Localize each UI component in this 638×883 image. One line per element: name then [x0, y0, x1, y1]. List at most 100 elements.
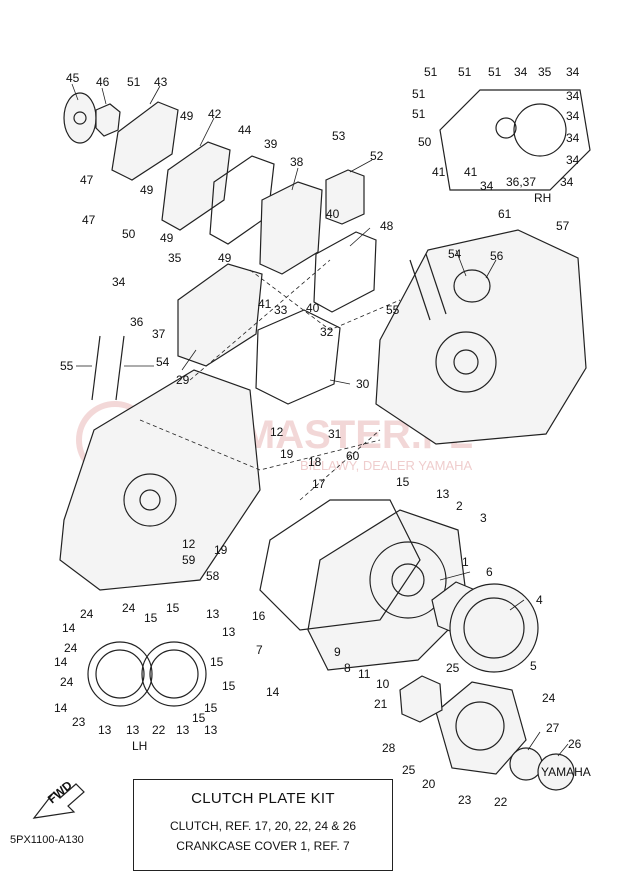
callout-47: 47 — [80, 173, 94, 187]
part-42-cover — [161, 141, 231, 231]
callout-46: 46 — [96, 75, 110, 89]
callout-lh-14-c: 14 — [54, 701, 68, 715]
part-52-cover — [325, 169, 365, 225]
callout-49-c: 49 — [160, 231, 174, 245]
callout-rh-34-d: 34 — [566, 109, 580, 123]
callout-lh-22: 22 — [152, 723, 166, 737]
callout-39: 39 — [264, 137, 278, 151]
part-38-cover — [259, 181, 323, 275]
part-7-gasket — [259, 499, 421, 631]
callout-32: 32 — [320, 325, 334, 339]
callout-rh-51-b: 51 — [458, 65, 472, 79]
callout-lh-13-e: 13 — [176, 723, 190, 737]
callout-22: 22 — [494, 795, 508, 809]
callout-lh-13-d: 13 — [126, 723, 140, 737]
callout-rh-50: 50 — [418, 135, 432, 149]
callout-53: 53 — [332, 129, 346, 143]
callout-48: 48 — [380, 219, 394, 233]
callout-rh-51-e: 51 — [412, 107, 426, 121]
callout-25-b: 25 — [402, 763, 416, 777]
part-55-stud — [91, 335, 101, 401]
watermark-tagline: BIELAWY, DEALER YAMAHA — [300, 458, 473, 473]
callout-44: 44 — [238, 123, 252, 137]
lh-label: LH — [132, 739, 147, 753]
callout-23: 23 — [458, 793, 472, 807]
callout-3: 3 — [480, 511, 487, 525]
part-43-cover — [111, 101, 179, 181]
callout-27: 27 — [546, 721, 560, 735]
callout-4: 4 — [536, 593, 543, 607]
cover-badge-text: YAMAHA — [541, 765, 591, 779]
callout-35: 35 — [168, 251, 182, 265]
callout-rh-34-c: 34 — [566, 89, 580, 103]
callout-lh-15-f: 15 — [192, 711, 206, 725]
callout-rh-51-d: 51 — [412, 87, 426, 101]
callout-24: 24 — [542, 691, 556, 705]
callout-lh-15-e: 15 — [204, 701, 218, 715]
callout-38: 38 — [290, 155, 304, 169]
callout-12-b: 12 — [182, 537, 196, 551]
callout-1: 1 — [462, 555, 469, 569]
part-56-o-ring — [453, 269, 491, 303]
clutch-cover-group: YAMAHA — [399, 675, 591, 791]
part-21-plate — [399, 675, 443, 723]
part-46-gear — [95, 103, 121, 137]
callout-rh-51-c: 51 — [488, 65, 502, 79]
callout-36: 36 — [130, 315, 144, 329]
callout-15: 15 — [396, 475, 410, 489]
callout-42: 42 — [208, 107, 222, 121]
clutch-plate-kit-box: CLUTCH PLATE KIT CLUTCH, REF. 17, 20, 22… — [133, 779, 393, 871]
part-26-cap — [537, 753, 575, 791]
callout-37: 37 — [152, 327, 166, 341]
callout-lh-14-a: 14 — [62, 621, 76, 635]
starter-cover-group — [63, 92, 377, 405]
callout-lh-13-f: 13 — [204, 723, 218, 737]
crankcase-cover-1 — [259, 499, 539, 673]
callout-18: 18 — [308, 455, 322, 469]
callout-14: 14 — [266, 685, 280, 699]
callout-rh-34-g: 34 — [480, 179, 494, 193]
callout-10: 10 — [376, 677, 390, 691]
rh-label: RH — [534, 191, 551, 205]
callout-2: 2 — [456, 499, 463, 513]
callout-lh-15-c: 15 — [210, 655, 224, 669]
part-27-cap — [509, 747, 543, 781]
kit-box-line-1: CLUTCH, REF. 17, 20, 22, 24 & 26 — [169, 819, 357, 833]
callout-lh-24-d: 24 — [60, 675, 74, 689]
callout-55: 55 — [60, 359, 74, 373]
lh-gasket-detail — [87, 641, 207, 707]
callout-rh-34-a: 34 — [514, 65, 528, 79]
callout-lh-13-c: 13 — [98, 723, 112, 737]
callout-17: 17 — [312, 477, 326, 491]
callout-55-b: 55 — [386, 303, 400, 317]
part-33-housing — [177, 263, 263, 367]
callout-54: 54 — [156, 355, 170, 369]
callout-labels: 45 46 51 43 49 42 44 39 38 53 52 47 49 4… — [54, 65, 582, 809]
callout-54-b: 54 — [448, 247, 462, 261]
callout-25: 25 — [446, 661, 460, 675]
callout-lh-14-b: 14 — [54, 655, 68, 669]
callout-41: 41 — [258, 297, 272, 311]
callout-30: 30 — [356, 377, 370, 391]
callout-26: 26 — [568, 737, 582, 751]
diagram-code: 5PX1100-A130 — [10, 834, 84, 846]
callout-lh-24-a: 24 — [80, 607, 94, 621]
callout-58: 58 — [206, 569, 220, 583]
callout-19: 19 — [280, 447, 294, 461]
callout-rh-34-h: 34 — [560, 175, 574, 189]
callout-12: 12 — [270, 425, 284, 439]
callout-33: 33 — [274, 303, 288, 317]
callout-rh-34-b: 34 — [566, 65, 580, 79]
callout-56: 56 — [490, 249, 504, 263]
callout-49: 49 — [180, 109, 194, 123]
leader-lines — [71, 83, 569, 757]
fwd-arrow: FWD — [32, 778, 85, 819]
callout-lh-13-a: 13 — [206, 607, 220, 621]
kit-box-title: CLUTCH PLATE KIT — [191, 790, 335, 807]
callout-rh-51-a: 51 — [424, 65, 438, 79]
callout-49-b: 49 — [140, 183, 154, 197]
callout-9: 9 — [334, 645, 341, 659]
callout-rh-36-37: 36,37 — [506, 175, 536, 189]
callout-52: 52 — [370, 149, 384, 163]
